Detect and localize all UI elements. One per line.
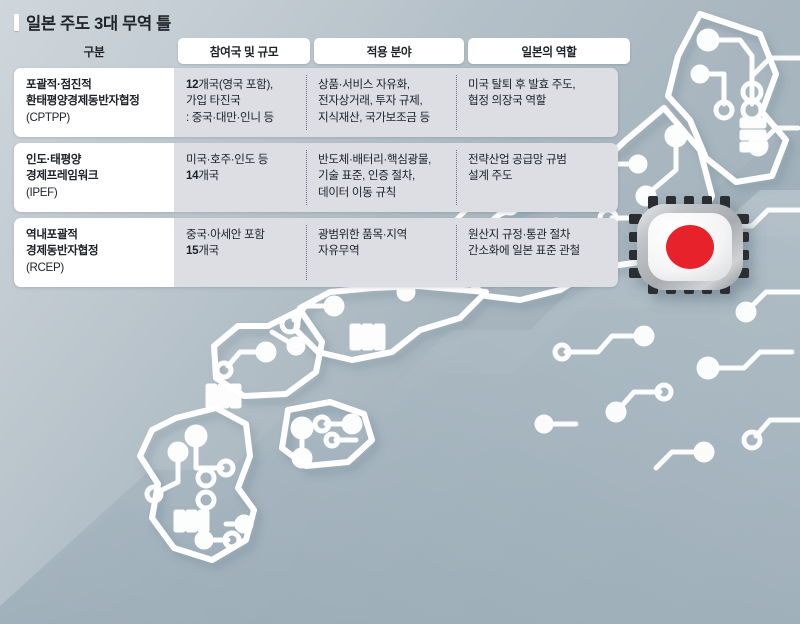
column-header-participants: 참여국 및 규모 bbox=[178, 38, 310, 64]
cell-japan-role-cptpp: 미국 탈퇴 후 발효 주도,협정 의장국 역할 bbox=[456, 68, 618, 137]
column-header-scope: 적용 분야 bbox=[314, 38, 464, 64]
table-header-row: 구분 참여국 및 규모 적용 분야 일본의 역할 bbox=[14, 38, 630, 64]
page-title: 일본 주도 3대 무역 틀 bbox=[14, 10, 618, 34]
cell-participants-cptpp: 12개국(영국 포함),가입 타진국: 중국·대만·인니 등 bbox=[174, 68, 306, 137]
japan-flag-chip bbox=[629, 196, 749, 294]
cell-scope-cptpp: 상품·서비스 자유화,전자상거래, 투자 규제,지식재산, 국가보조금 등 bbox=[306, 68, 456, 137]
hinomaru-circle bbox=[666, 225, 714, 269]
column-header-category: 구분 bbox=[83, 45, 105, 59]
title-accent-bar bbox=[14, 13, 19, 31]
trade-framework-table: 일본 주도 3대 무역 틀 구분 참여국 및 규모 적용 분야 일본의 역할 포… bbox=[14, 10, 630, 293]
page-title-text: 일본 주도 3대 무역 틀 bbox=[26, 15, 172, 33]
cell-scope-ipef: 반도체·배터리·핵심광물,기술 표준, 인증 절차,데이터 이동 규칙 bbox=[306, 143, 456, 212]
column-header-japan-role: 일본의 역할 bbox=[468, 38, 630, 64]
